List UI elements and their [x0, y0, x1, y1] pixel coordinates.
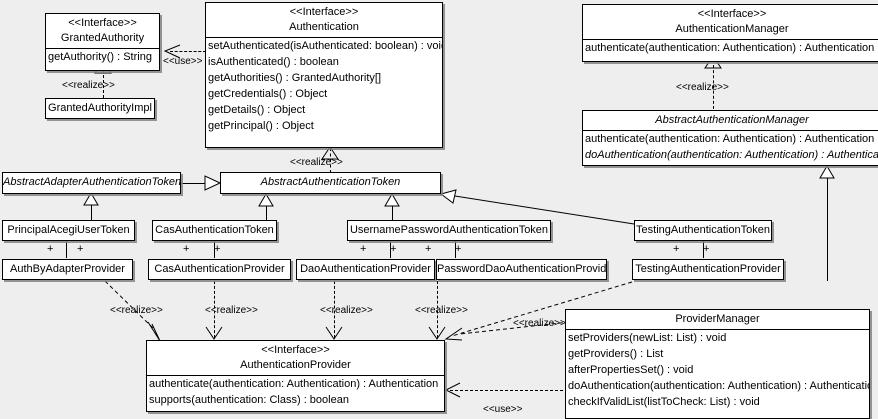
class-authentication-provider-methods: authenticate(authentication: Authenticat… — [147, 376, 444, 408]
method-is-authenticated: isAuthenticated() : boolean — [208, 56, 339, 68]
association-marker-principal-right: + — [77, 243, 84, 255]
class-dao-authentication-provider[interactable]: DaoAuthenticationProvider — [296, 259, 435, 280]
realize-abstract-manager-to-manager — [713, 65, 714, 109]
class-abstract-authentication-manager[interactable]: AbstractAuthenticationManager authentica… — [582, 110, 878, 166]
label-realize-abstract-authentication-token: <<realize>> — [290, 157, 343, 168]
use-authentication-to-granted-authority — [170, 51, 206, 52]
label-realize-abstract-authentication-manager: <<realize>> — [676, 82, 729, 93]
class-authentication-manager-methods: authenticate(authentication: Authenticat… — [583, 40, 878, 56]
association-marker-username-dao-left: + — [360, 243, 367, 255]
method-get-credentials: getCredentials() : Object — [208, 88, 328, 100]
method-get-providers: getProviders() : List — [568, 348, 664, 360]
class-authentication-manager-header: <<Interface>> AuthenticationManager — [583, 5, 878, 40]
label-realize-cas-provider: <<realize>> — [205, 305, 258, 316]
label-realize-dao-provider: <<realize>> — [320, 305, 373, 316]
class-granted-authority-impl[interactable]: GrantedAuthorityImpl — [45, 98, 155, 119]
association-cas-token-cas-provider — [214, 240, 215, 258]
generalization-principal-token-to-adapter — [91, 204, 92, 221]
class-authentication-provider-header: <<Interface>> AuthenticationProvider — [147, 341, 444, 376]
class-username-password-authentication-token[interactable]: UsernamePasswordAuthenticationToken — [347, 220, 551, 241]
method-abstract-manager-authenticate: authenticate(authentication: Authenticat… — [585, 133, 875, 145]
association-marker-testing-left: + — [673, 243, 680, 255]
class-auth-by-adapter-provider[interactable]: AuthByAdapterProvider — [2, 259, 133, 280]
label-realize-provider-manager: <<realize>> — [513, 318, 566, 329]
generalization-testing-provider-to-abstract-manager — [827, 176, 828, 281]
association-username-token-password-dao-provider — [455, 240, 456, 258]
class-authentication[interactable]: <<Interface>> Authentication setAuthenti… — [205, 2, 443, 148]
method-set-providers: setProviders(newList: List) : void — [568, 332, 727, 344]
method-get-details: getDetails() : Object — [208, 104, 306, 116]
class-authentication-header: <<Interface>> Authentication — [206, 3, 442, 38]
class-authentication-provider[interactable]: <<Interface>> AuthenticationProvider aut… — [146, 340, 445, 412]
method-get-authorities: getAuthorities() : GrantedAuthority[] — [208, 72, 382, 84]
generalization-adapter-to-abstract-token — [181, 183, 207, 184]
method-manager-authenticate: authenticate(authentication: Authenticat… — [585, 42, 875, 54]
class-password-dao-authentication-provider[interactable]: PasswordDaoAuthenticationProvider — [436, 259, 607, 280]
association-marker-username-pwd-left: + — [425, 243, 432, 255]
association-marker-username-pwd-right: + — [455, 243, 462, 255]
class-abstract-authentication-token[interactable]: AbstractAuthenticationToken — [220, 172, 441, 194]
class-granted-authority-stereotype: <<Interface>> — [68, 17, 137, 29]
class-abstract-authentication-manager-methods: authenticate(authentication: Authenticat… — [583, 131, 878, 163]
generalization-cas-token-to-abstract-token — [266, 204, 267, 221]
class-granted-authority-methods: getAuthority() : String — [46, 49, 159, 65]
class-cas-authentication-token[interactable]: CasAuthenticationToken — [152, 220, 277, 241]
association-marker-cas-right: + — [214, 243, 221, 255]
realize-granted-authority-impl — [103, 70, 104, 98]
class-granted-authority-header: <<Interface>> GrantedAuthority — [46, 14, 159, 49]
association-marker-principal-left: + — [47, 243, 54, 255]
class-granted-authority-name: GrantedAuthority — [60, 32, 145, 44]
class-provider-manager-name: ProviderManager — [675, 313, 760, 325]
label-realize-password-dao-provider: <<realize>> — [415, 305, 468, 316]
class-testing-authentication-provider[interactable]: TestingAuthenticationProvider — [632, 259, 784, 280]
label-realize-auth-by-adapter: <<realize>> — [110, 305, 163, 316]
class-abstract-authentication-manager-name: AbstractAuthenticationManager — [655, 114, 809, 126]
association-testing-token-testing-provider — [703, 240, 704, 258]
class-principal-acegi-user-token[interactable]: PrincipalAcegiUserToken — [2, 220, 135, 241]
class-abstract-authentication-manager-header: AbstractAuthenticationManager — [583, 111, 878, 131]
class-authentication-manager-name: AuthenticationManager — [675, 23, 789, 35]
method-abstract-manager-do-authentication: doAuthentication(authentication: Authent… — [585, 149, 878, 161]
method-get-authority: getAuthority() : String — [48, 51, 152, 63]
method-set-authenticated: setAuthenticated(isAuthenticated: boolea… — [208, 40, 442, 52]
association-marker-username-dao-right: + — [390, 243, 397, 255]
method-provider-authenticate: authenticate(authentication: Authenticat… — [149, 378, 439, 390]
label-use-granted-authority: <<use>> — [163, 56, 203, 67]
class-cas-authentication-provider[interactable]: CasAuthenticationProvider — [148, 259, 291, 280]
association-principal-token-auth-by-adapter — [66, 240, 67, 258]
method-provider-manager-do-authentication: doAuthentication(authentication: Authent… — [568, 380, 869, 392]
class-provider-manager-methods: setProviders(newList: List) : void getPr… — [566, 330, 869, 410]
realize-password-dao-provider-to-auth-provider — [437, 281, 438, 338]
class-provider-manager[interactable]: ProviderManager setProviders(newList: Li… — [565, 309, 870, 419]
class-authentication-name: Authentication — [289, 21, 359, 33]
class-granted-authority[interactable]: <<Interface>> GrantedAuthority getAuthor… — [45, 13, 160, 71]
label-use-provider-manager: <<use>> — [483, 404, 523, 415]
realize-dao-provider-to-auth-provider — [334, 281, 335, 338]
association-username-token-dao-provider — [390, 240, 391, 258]
method-after-properties-set: afterPropertiesSet() : void — [568, 364, 694, 376]
method-provider-supports: supports(authentication: Class) : boolea… — [149, 394, 349, 406]
class-abstract-adapter-authentication-token[interactable]: AbstractAdapterAuthenticationToken — [2, 172, 181, 194]
method-get-principal: getPrincipal() : Object — [208, 120, 314, 132]
method-check-if-valid-list: checkIfValidList(listToCheck: List) : vo… — [568, 396, 760, 408]
association-marker-testing-right: + — [703, 243, 710, 255]
class-authentication-manager[interactable]: <<Interface>> AuthenticationManager auth… — [582, 4, 878, 62]
class-provider-manager-header: ProviderManager — [566, 310, 869, 330]
class-authentication-provider-stereotype: <<Interface>> — [261, 344, 330, 356]
class-authentication-manager-stereotype: <<Interface>> — [697, 8, 767, 20]
association-marker-cas-left: + — [183, 243, 190, 255]
generalization-username-token-to-abstract-token — [392, 204, 393, 221]
class-authentication-stereotype: <<Interface>> — [289, 6, 359, 18]
class-authentication-methods: setAuthenticated(isAuthenticated: boolea… — [206, 38, 442, 134]
class-authentication-provider-name: AuthenticationProvider — [240, 359, 351, 371]
class-testing-authentication-token[interactable]: TestingAuthenticationToken — [634, 220, 772, 241]
realize-cas-provider-to-auth-provider — [214, 281, 215, 338]
realize-abstract-token-to-authentication — [330, 148, 331, 173]
label-realize-granted-authority-impl: <<realize>> — [62, 80, 115, 91]
use-provider-manager-to-auth-provider — [450, 390, 563, 391]
